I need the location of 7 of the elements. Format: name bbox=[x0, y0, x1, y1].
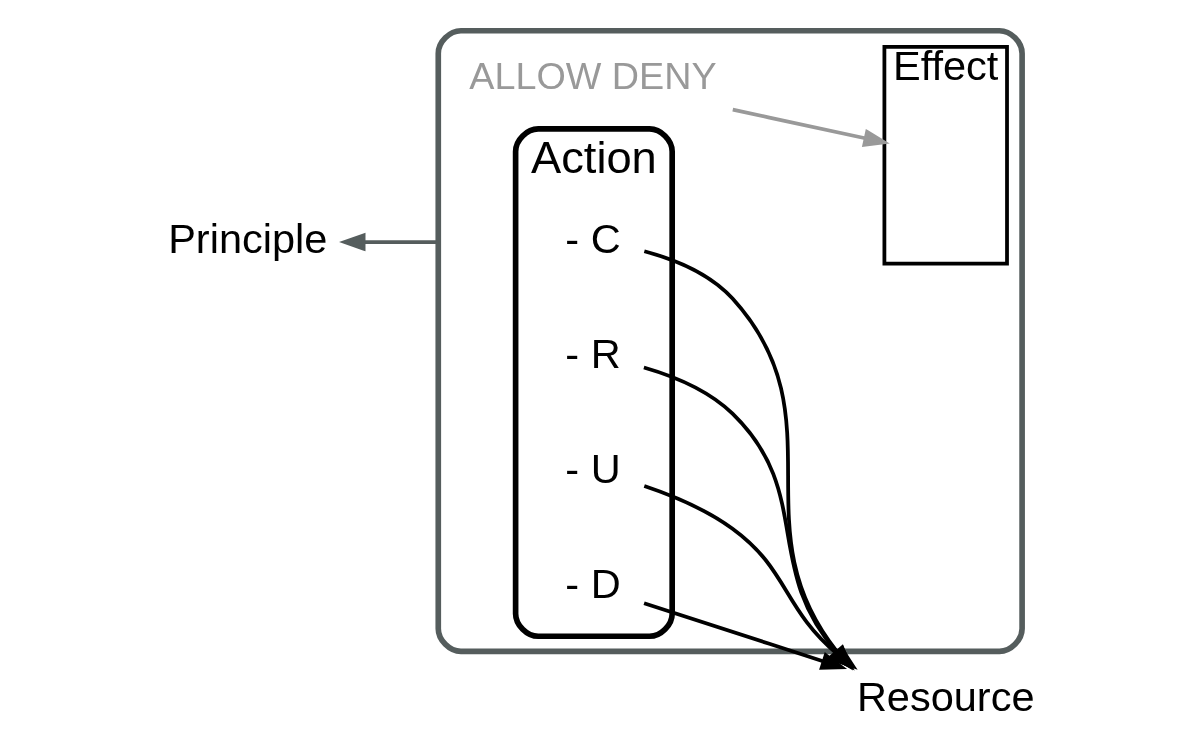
node-text: - R bbox=[564, 329, 621, 377]
node-text: - C bbox=[564, 214, 621, 262]
node-text: Resource bbox=[856, 672, 1035, 720]
node-text: Principle bbox=[167, 214, 327, 262]
node-text: - U bbox=[564, 444, 621, 492]
node-text: - D bbox=[564, 559, 621, 607]
node-text: ALLOW DENY bbox=[468, 55, 717, 98]
